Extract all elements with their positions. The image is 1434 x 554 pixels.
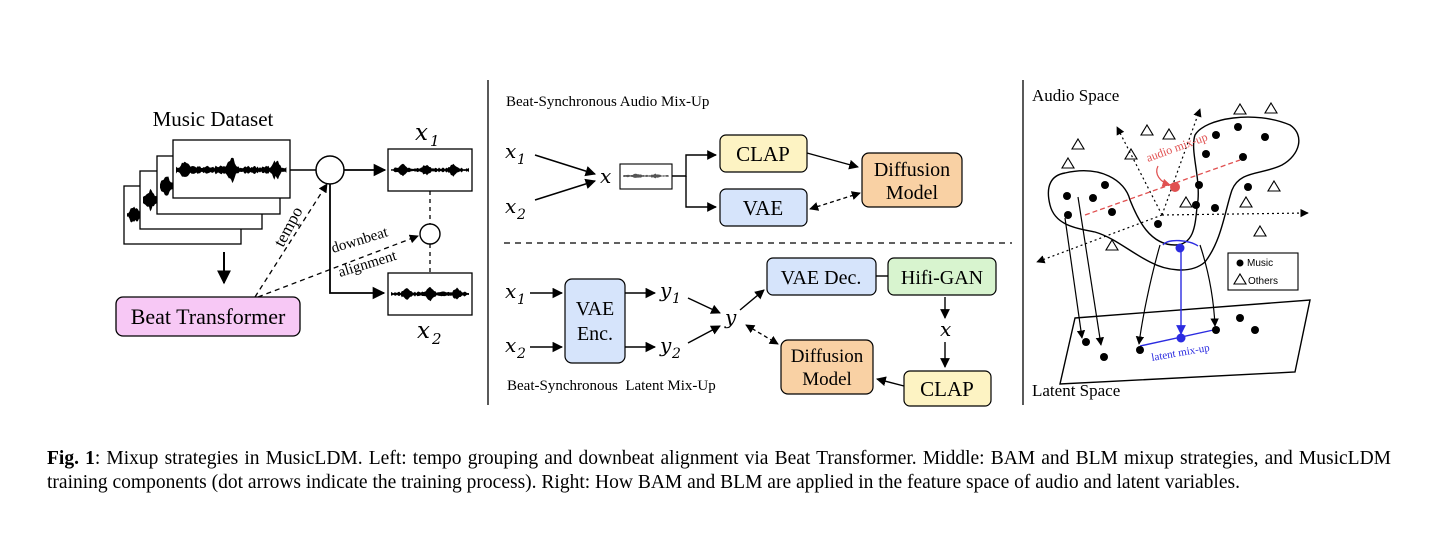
latent-mixup-arc (1162, 239, 1199, 247)
bam-to-vae-arrow (685, 176, 717, 212)
x2-label: x (417, 318, 430, 344)
blm-clap-box (903, 370, 992, 407)
bam-diffusion-line2: Model (886, 182, 939, 204)
feature-space-panel: Audio Space Latent Space audio mix-up (1032, 86, 1311, 400)
caption-text: : Mixup strategies in MusicLDM. Left: te… (47, 448, 1391, 493)
latent-mixup-source (1175, 243, 1185, 253)
vae-dec-label: VAE Dec. (781, 267, 862, 289)
hifigan-label: Hifi-GAN (901, 267, 983, 289)
bam-diffusion-line1: Diffusion (874, 159, 950, 181)
blm-x2-label: x (505, 333, 516, 357)
waveform-0 (176, 157, 287, 184)
dataset-waveform-stack (123, 139, 291, 245)
hifigan-box (887, 257, 997, 296)
caption-label: Fig. 1 (47, 448, 95, 469)
router-to-x2-arrow (329, 184, 386, 300)
y1-to-y-arrow (687, 297, 721, 314)
bam-x-mix-label: x (600, 164, 611, 188)
y-diffusion-dashed-arrow (745, 324, 779, 345)
vae-enc-box (564, 278, 626, 364)
downbeat-dashed-arrow (257, 234, 419, 298)
blm-diffusion-line1: Diffusion (791, 346, 864, 367)
y1-sub: 1 (672, 291, 681, 307)
bam-title: Beat-Synchronous Audio Mix-Up (506, 94, 709, 110)
vae-enc-line1: VAE (576, 298, 615, 320)
blm-title: Beat-Synchronous Latent Mix-Up (507, 378, 716, 394)
vae-diffusion-dashed-arrow (809, 191, 861, 211)
audio-mixup-label: audio mix-up (1144, 130, 1209, 165)
x1-subscript: 1 (430, 132, 440, 150)
music-manifold (1047, 116, 1300, 271)
bam-mixed-waveform (623, 173, 669, 179)
beat-transformer-label: Beat Transformer (131, 304, 286, 329)
left-panel: Music Dataset Beat Transformer tempo dow… (115, 107, 473, 348)
bam-diffusion-box (861, 152, 963, 208)
bam-x2-sub: 2 (516, 207, 526, 223)
bam-x2-arrow (534, 178, 597, 201)
y1-label: y (659, 278, 672, 302)
legend-others-marker (1233, 272, 1247, 285)
blm-clap-label: CLAP (920, 377, 974, 401)
others-triangles (1061, 101, 1281, 251)
legend-others-label: Others (1248, 276, 1278, 287)
latent-mixup-point (1176, 333, 1186, 343)
tempo-router-node (315, 155, 345, 185)
blm-x1-sub: 1 (517, 292, 526, 308)
blm-x-out-label: x (940, 317, 951, 341)
legend-music-marker (1236, 259, 1244, 267)
figure-caption: Fig. 1: Mixup strategies in MusicLDM. Le… (47, 447, 1391, 495)
audio-space-axes (1036, 108, 1309, 264)
blm-x1-label: x (505, 279, 516, 303)
beat-transformer-box (115, 296, 301, 337)
music-dots-audio (1063, 123, 1269, 228)
x1-label: x (415, 120, 428, 146)
blm-panel: x 1 x 2 VAE Enc. y 1 y 2 y VAE Dec. Hifi… (505, 257, 997, 407)
vae-enc-line2: Enc. (577, 323, 613, 345)
bam-x1-arrow (534, 154, 597, 177)
clap-to-diffusion-arrow (806, 152, 859, 170)
bam-clap-label: CLAP (736, 142, 790, 166)
y-to-vaedec-arrow (739, 289, 765, 311)
x2-subscript: 2 (431, 330, 442, 348)
x2-waveform (391, 287, 469, 302)
latent-space-title: Latent Space (1032, 381, 1120, 400)
mixup-diagram: Music Dataset Beat Transformer tempo dow… (115, 80, 1311, 407)
bam-x1-label: x (505, 139, 516, 163)
y2-label: y (659, 333, 672, 357)
waveform-2 (143, 188, 158, 212)
tempo-dashed-arrow (254, 183, 328, 298)
audio-space-title: Audio Space (1032, 86, 1119, 105)
latent-plane (1059, 299, 1311, 385)
bam-x2-label: x (505, 194, 516, 218)
blm-diffusion-box (780, 339, 874, 395)
blm-diffusion-line2: Model (802, 369, 852, 390)
bam-vae-label: VAE (743, 196, 783, 220)
music-dots-latent (1082, 314, 1259, 361)
y2-to-y-arrow (687, 325, 721, 344)
waveform-1 (160, 176, 175, 196)
alignment-node (419, 223, 441, 245)
audio-mixup-point (1170, 182, 1180, 192)
music-dataset-title: Music Dataset (153, 107, 274, 131)
bam-x1-sub: 1 (517, 152, 526, 168)
bam-to-clap-arrow (672, 150, 717, 177)
latent-mixup-label: latent mix-up (1150, 342, 1211, 364)
waveform-3 (127, 206, 141, 223)
x1-waveform (391, 163, 469, 177)
blm-x2-sub: 2 (516, 346, 526, 362)
clap-to-diffusion2-arrow (876, 376, 905, 387)
projection-arrows (1064, 196, 1219, 346)
y2-sub: 2 (671, 346, 681, 362)
audio-mixup-line (1084, 159, 1241, 216)
audio-mixup-pointer (1156, 165, 1171, 187)
bam-panel: Beat-Synchronous Audio Mix-Up x 1 x 2 x … (505, 94, 963, 227)
y-mix-label: y (724, 305, 737, 329)
legend-music-label: Music (1247, 258, 1273, 269)
bam-vae-box (719, 188, 808, 227)
